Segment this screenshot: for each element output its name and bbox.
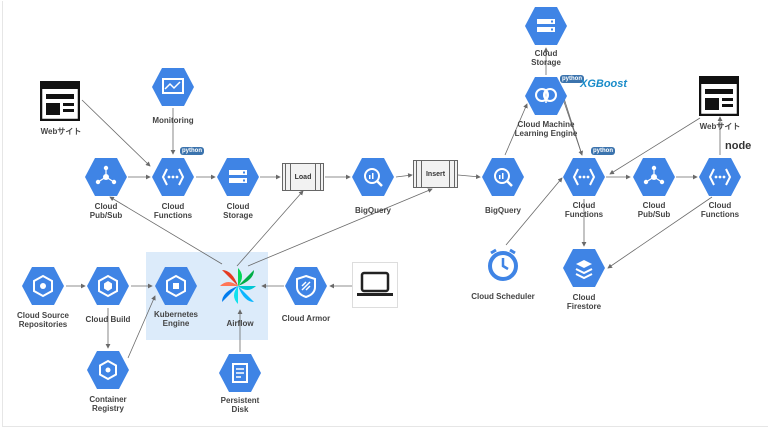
firestore-node: [562, 246, 606, 290]
label-storage-left: Cloud Storage: [223, 202, 253, 220]
label-functions-left: Cloud Functions: [153, 202, 193, 220]
cloud-build-icon: [87, 267, 129, 305]
label-functions-right-a: Cloud Functions: [564, 201, 604, 219]
storage-icon: [525, 7, 567, 45]
edge-airflow-to-pubsub: [109, 196, 223, 265]
load-label: Load: [294, 173, 312, 181]
nodejs-logo-text: node: [725, 140, 752, 152]
pubsub-icon: [633, 158, 675, 196]
firestore-icon: [563, 249, 605, 287]
ml-engine-node: [524, 74, 568, 118]
label-persistent-disk: Persistent Disk: [220, 396, 260, 414]
python-badge: python: [560, 75, 584, 83]
edge-web-to-functions-right: [609, 117, 701, 175]
label-scheduler: Cloud Scheduler: [471, 292, 535, 301]
gke-node: [154, 264, 198, 308]
label-cloud-armor: Cloud Armor: [281, 314, 331, 323]
functions-left-node: [151, 155, 195, 199]
scheduler-icon: [488, 248, 518, 281]
edge-scheduler-to-functions: [505, 177, 563, 246]
xgboost-logo: XGBoost: [580, 78, 628, 90]
kubernetes-icon: [155, 267, 197, 305]
monitoring-node: [151, 65, 195, 109]
label-airflow: Airflow: [226, 319, 254, 328]
pubsub-icon: [85, 158, 127, 196]
label-container-registry: Container Registry: [89, 395, 127, 413]
edge-bigquery-to-ml: [504, 103, 528, 156]
bigquery-right-node: [481, 155, 525, 199]
label-web-right: Webサイト: [699, 122, 741, 131]
edge-bigquery-to-insert: [395, 173, 413, 178]
storage-top-node: [524, 4, 568, 48]
website-icon: [40, 81, 80, 121]
python-badge: python: [591, 147, 615, 155]
container-registry-icon: [87, 351, 129, 389]
label-firestore: Cloud Firestore: [566, 293, 602, 311]
website-icon: [699, 76, 739, 116]
functions-icon: [699, 158, 741, 196]
edge-functions-to-ml: [560, 91, 583, 156]
label-storage-top: Cloud Storage: [531, 49, 561, 67]
edge-airflow-to-insert: [247, 188, 433, 267]
cloud-build-node: [86, 264, 130, 308]
functions-icon: [152, 158, 194, 196]
airflow-icon: [220, 268, 256, 304]
insert-label: Insert: [425, 170, 446, 178]
label-pubsub-right: Cloud Pub/Sub: [637, 201, 671, 219]
load-step: Load: [282, 163, 324, 191]
cloud-armor-node: [284, 264, 328, 308]
label-pubsub-left: Cloud Pub/Sub: [89, 202, 123, 220]
container-registry-node: [86, 348, 130, 392]
bigquery-mid-node: [351, 155, 395, 199]
ml-engine-icon: [525, 77, 567, 115]
insert-step: Insert: [413, 160, 458, 188]
label-bigquery-mid: BigQuery: [354, 206, 392, 215]
storage-left-node: [216, 155, 260, 199]
label-bigquery-right: BigQuery: [484, 206, 522, 215]
label-gke: Kubernetes Engine: [153, 310, 199, 328]
label-cloud-build: Cloud Build: [85, 315, 131, 324]
label-functions-right-b: Cloud Functions: [700, 201, 740, 219]
cloud-armor-icon: [285, 267, 327, 305]
edge-insert-to-bigquery: [457, 174, 481, 180]
edge-web-to-functions: [81, 99, 151, 167]
edge-functions-right-to-firestore: [607, 196, 713, 269]
persistent-disk-icon: [219, 354, 261, 392]
source-repos-node: [21, 264, 65, 308]
functions-right-a-node: [562, 155, 606, 199]
pubsub-right-node: [632, 155, 676, 199]
edge-registry-to-gke: [127, 295, 156, 359]
source-repos-icon: [22, 267, 64, 305]
bigquery-icon: [482, 158, 524, 196]
python-badge: python: [180, 147, 204, 155]
functions-right-b-node: [698, 155, 742, 199]
monitoring-icon: [152, 68, 194, 106]
functions-icon: [563, 158, 605, 196]
laptop-icon: [352, 262, 398, 308]
bigquery-icon: [352, 158, 394, 196]
edge-airflow-to-load: [236, 190, 304, 267]
pubsub-left-node: [84, 155, 128, 199]
label-web-left: Webサイト: [40, 127, 82, 136]
label-ml-engine: Cloud Machine Learning Engine: [514, 120, 578, 138]
persistent-disk-node: [218, 351, 262, 395]
storage-icon: [217, 158, 259, 196]
nodejs-logo: node: [725, 140, 751, 152]
label-monitoring: Monitoring: [152, 116, 194, 125]
label-source-repos: Cloud Source Repositories: [16, 311, 70, 329]
